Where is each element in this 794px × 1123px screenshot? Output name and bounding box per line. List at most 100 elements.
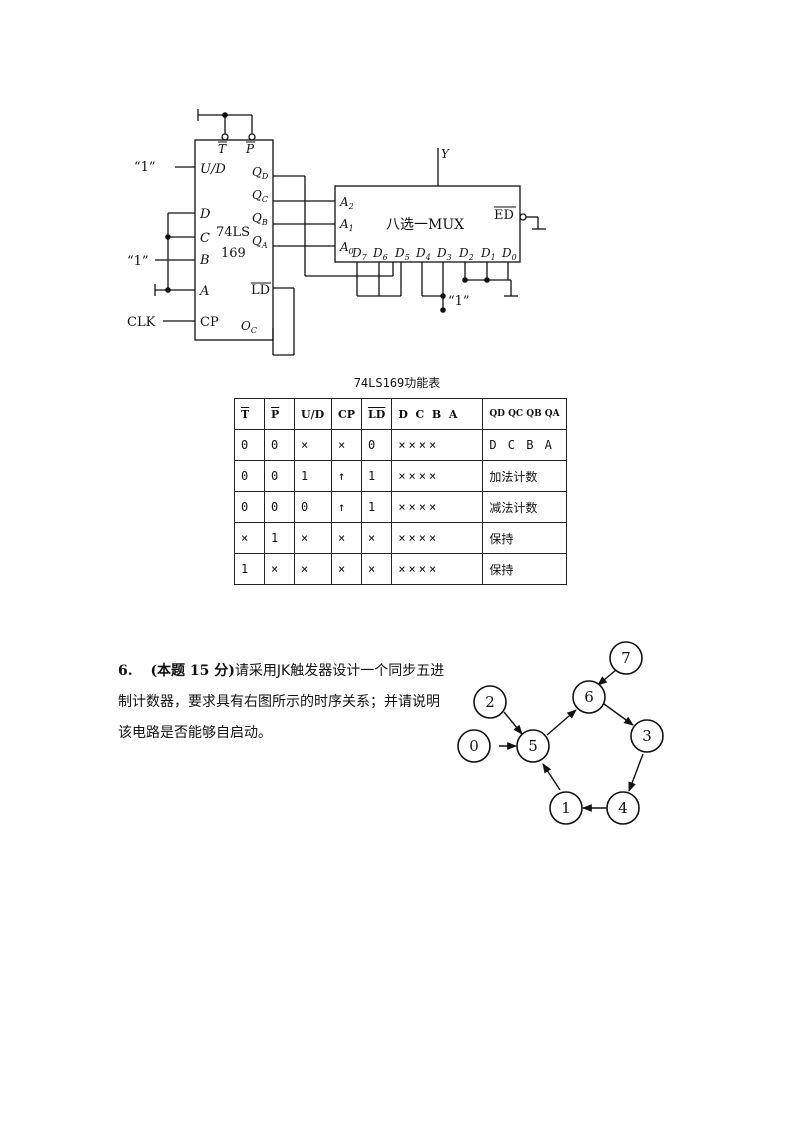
table-cell: ×: [294, 553, 332, 585]
input-one-bottom-label: “1”: [448, 294, 470, 309]
header-t: T: [234, 398, 265, 430]
mux-input-d5: D5: [394, 246, 410, 262]
counter-chip-box: [194, 139, 274, 341]
table-cell: ×: [361, 522, 393, 554]
node-2-label: 2: [485, 693, 495, 711]
table-cell: ×: [330, 553, 363, 585]
mux-input-d2: D2: [458, 246, 474, 262]
table-cell: 0: [264, 429, 295, 461]
node-7-label: 7: [621, 649, 631, 667]
function-table: T P U/D CP LD D C B A QD QC QB QA 0 0 × …: [234, 398, 568, 585]
table-cell: ××××: [391, 491, 484, 523]
pin-qd-label: QD: [252, 165, 269, 181]
header-ud: U/D: [294, 398, 332, 430]
table-cell: ×: [330, 522, 363, 554]
header-outputs: QD QC QB QA: [482, 398, 568, 430]
node-5-label: 5: [528, 737, 538, 755]
node-4: [606, 791, 640, 825]
table-row: 1 × × × × ×××× 保持: [234, 553, 568, 585]
table-cell: 0: [234, 429, 265, 461]
pin-t-label: T: [218, 142, 227, 156]
pin-qc-label: QC: [252, 188, 268, 204]
pin-cp-label: CP: [200, 315, 219, 330]
table-row: × 1 × × × ×××× 保持: [234, 522, 568, 554]
node-1: [549, 791, 583, 825]
mux-sel-a0-label: A0: [339, 240, 354, 256]
table-cell: 1: [361, 460, 393, 492]
edge-5-6: [546, 709, 577, 736]
node-0-label: 0: [469, 737, 479, 755]
pin-p-label: P: [245, 142, 255, 156]
table-cell: ↑: [330, 491, 363, 523]
table-cell: 1: [361, 491, 393, 523]
edge-1-5: [542, 763, 561, 791]
pin-d-label: D: [199, 207, 211, 222]
edge-3-4: [628, 753, 644, 792]
node-1-label: 1: [561, 799, 571, 817]
chip-name-label: 74LS: [216, 225, 250, 240]
function-table-caption: 74LS169功能表: [353, 376, 441, 390]
table-cell: 1: [264, 522, 295, 554]
table-cell: ××××: [391, 460, 484, 492]
mux-input-d7: D7: [351, 246, 368, 262]
input-one-mid-label: “1”: [127, 254, 149, 269]
table-cell: 0: [264, 460, 295, 492]
mux-output-label: Y: [441, 147, 450, 161]
table-cell: ×: [361, 553, 393, 585]
header-dcba: D C B A: [391, 398, 484, 430]
mux-input-d6: D6: [372, 246, 388, 262]
header-ld: LD: [361, 398, 393, 430]
table-cell: 0: [294, 491, 332, 523]
circuit-diagram: T P U/D D C B A CP 74LS 169 QD QC QB QA …: [127, 109, 546, 356]
header-cp: CP: [330, 398, 363, 430]
node-5: [516, 729, 550, 763]
table-cell: ××××: [391, 522, 484, 554]
table-cell: 0: [234, 491, 265, 523]
table-cell: D C B A: [482, 429, 568, 461]
table-cell: 加法计数: [482, 460, 568, 492]
table-cell: 减法计数: [482, 491, 568, 523]
table-row: 0 0 × × 0 ×××× D C B A: [234, 429, 568, 461]
table-row: 0 0 1 ↑ 1 ×××× 加法计数: [234, 460, 568, 492]
chip-number-label: 169: [221, 246, 246, 261]
state-graph: 7 2 6 0 5 3 1 4: [457, 641, 664, 825]
pin-oc-label: OC: [241, 319, 257, 335]
table-cell: ×: [234, 522, 265, 554]
table-cell: ↑: [330, 460, 363, 492]
node-0: [457, 729, 491, 763]
node-7: [609, 641, 643, 675]
input-one-top-label: “1”: [134, 160, 156, 175]
table-cell: 保持: [482, 553, 568, 585]
clock-label: CLK: [127, 315, 156, 330]
mux-enable-label: ED: [494, 208, 514, 223]
table-cell: ×: [294, 429, 332, 461]
table-cell: ××××: [391, 429, 484, 461]
mux-name-label: 八选一MUX: [386, 217, 464, 233]
table-cell: ×: [264, 553, 295, 585]
table-cell: 0: [264, 491, 295, 523]
pin-ud-label: U/D: [200, 162, 226, 177]
table-row: 0 0 0 ↑ 1 ×××× 减法计数: [234, 491, 568, 523]
edge-7-6: [597, 669, 617, 686]
node-3-label: 3: [642, 727, 652, 745]
mux-sel-a1-label: A1: [339, 217, 354, 233]
mux-input-d3: D3: [436, 246, 452, 262]
mux-sel-a2-label: A2: [339, 195, 354, 211]
question-text: 请采用JK触发器设计一个同步五进制计数器，要求具有右图所示的时序关系；并请说明该…: [118, 663, 445, 741]
pin-a-label: A: [199, 284, 209, 299]
edge-6-3: [603, 703, 634, 726]
mux-input-d1: D1: [480, 246, 496, 262]
node-6-label: 6: [584, 688, 594, 706]
edge-2-5: [503, 711, 523, 735]
table-cell: ××××: [391, 553, 484, 585]
question-score: (本题 15 分): [150, 663, 235, 679]
table-cell: 0: [361, 429, 393, 461]
header-p: P: [264, 398, 295, 430]
mux-input-d0: D0: [501, 246, 517, 262]
pin-ld-label: LD: [251, 283, 270, 298]
table-cell: ×: [294, 522, 332, 554]
question-number: 6.: [118, 663, 133, 679]
question-block: 6. (本题 15 分)请采用JK触发器设计一个同步五进制计数器，要求具有右图所…: [118, 656, 453, 749]
pin-b-label: B: [199, 253, 210, 268]
node-3: [630, 719, 664, 753]
